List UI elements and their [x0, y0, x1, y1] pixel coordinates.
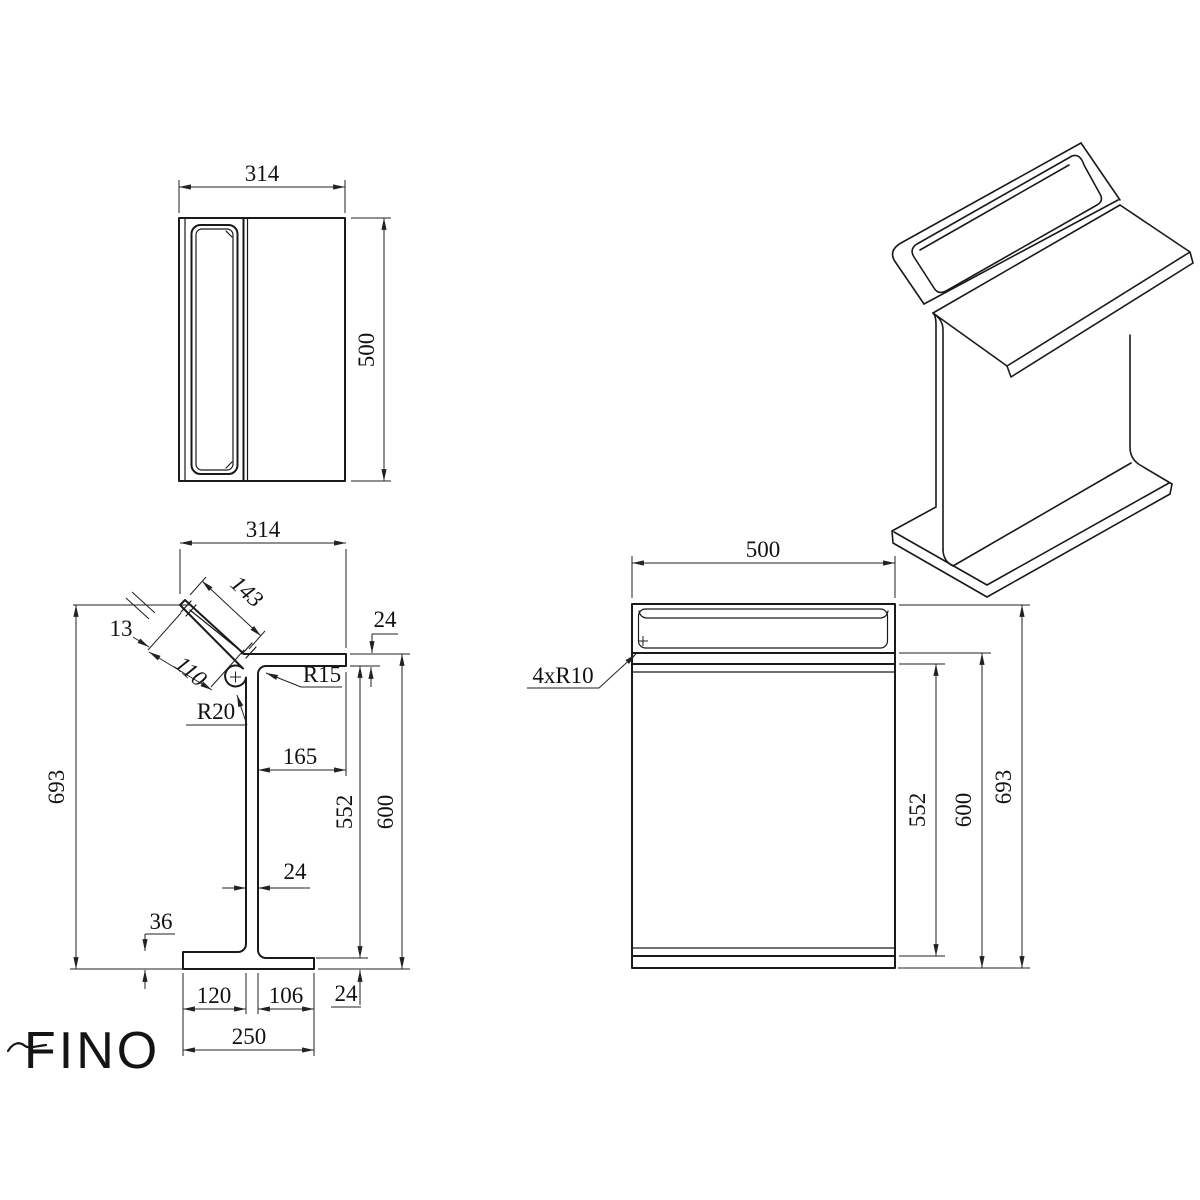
dim-slant-length: 143 [226, 571, 268, 613]
top-view-tray-corner-marks [225, 230, 233, 469]
dim-side-width: 314 [246, 517, 281, 542]
front-view: 500 4xR10 552 600 693 [527, 537, 1030, 969]
iso-web-left-edges [932, 312, 944, 550]
iso-web-right-edge [1129, 334, 1173, 485]
iso-slant-right-edge [1080, 142, 1121, 201]
ext-line [125, 591, 156, 620]
corner-radius-note: 4xR10 [532, 663, 593, 688]
logo-text: FINO [24, 1022, 160, 1080]
logo-swash [6, 1042, 48, 1053]
dim-line [148, 651, 213, 691]
dim-total-height-side: 693 [44, 770, 69, 805]
dim-web-clear-height-front: 552 [905, 793, 930, 828]
dim-shelf-height-side: 600 [373, 795, 398, 830]
iso-foot [891, 482, 1173, 598]
dim-top-height: 500 [354, 333, 379, 368]
front-tray-lip [638, 610, 889, 619]
dim-total-height-front: 693 [991, 770, 1016, 805]
dim-foot-lip-height: 36 [150, 909, 173, 934]
dim-shelf-height-front: 600 [951, 793, 976, 828]
side-recess-ticks [180, 600, 257, 659]
leader-line [132, 636, 150, 648]
top-view: 314 500 [178, 161, 391, 482]
dim-slant-thickness: 13 [110, 616, 133, 641]
iso-web-base-edge [942, 462, 1132, 567]
iso-shelf [932, 204, 1194, 378]
front-outline [631, 603, 896, 969]
ext-line [147, 612, 245, 688]
top-view-tray-inner [195, 228, 234, 471]
leader-line [598, 653, 637, 689]
front-tray-inner [637, 608, 889, 649]
brand-logo: FINO [6, 1022, 160, 1080]
dim-web-thickness: 24 [284, 859, 308, 884]
iso-slant-left-edge [891, 142, 1082, 305]
isometric-view [891, 142, 1194, 598]
leader-line [236, 694, 248, 726]
dim-line [201, 580, 262, 637]
iso-tray-recess [911, 154, 1103, 294]
top-view-outline [178, 217, 346, 482]
dim-front-width: 500 [746, 537, 781, 562]
dim-top-width: 314 [245, 161, 280, 186]
top-view-tray-outer [190, 224, 239, 475]
side-view: 314 143 13 110 R20 R15 24 165 [44, 517, 410, 1056]
side-recess-line [189, 609, 243, 653]
iso-fold-lines [923, 199, 1121, 314]
dim-shelf-thickness: 24 [374, 607, 398, 632]
dim-foot-depth: 250 [232, 1024, 267, 1049]
dim-foot-left: 120 [197, 983, 232, 1008]
ext-line [189, 576, 266, 650]
radius-inner-label: R15 [303, 662, 341, 687]
dim-foot-right: 106 [269, 983, 304, 1008]
dim-shelf-depth: 165 [283, 744, 318, 769]
radius-outer-label: R20 [197, 699, 235, 724]
dim-foot-thickness: 24 [335, 981, 359, 1006]
r20-center-cross [230, 671, 241, 683]
dim-web-clear-height-side: 552 [332, 795, 357, 830]
r10-center-cross [638, 636, 648, 646]
side-profile [179, 599, 347, 970]
leader-line [265, 672, 302, 688]
iso-tray-lip-line [919, 164, 1070, 251]
